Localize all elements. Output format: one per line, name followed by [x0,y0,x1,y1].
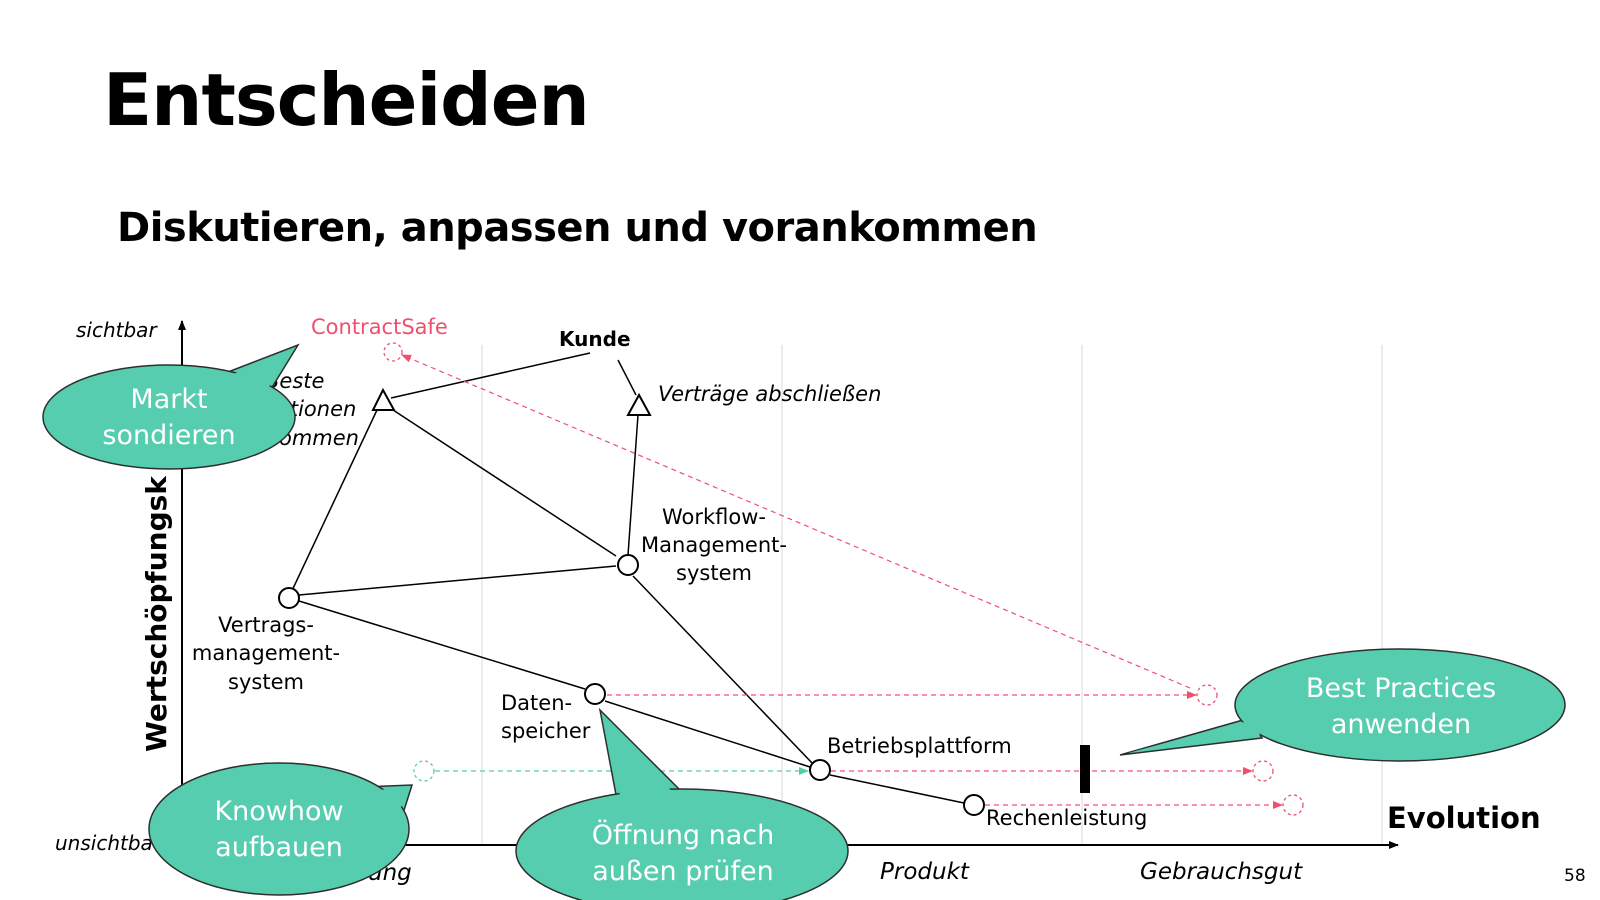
slide-title: Entscheiden [103,58,590,142]
link-betrieb-rechen [829,774,965,804]
dependency-links [288,352,965,804]
node-vertrags [278,587,300,609]
callout-oeffnung-line1: Öffnung nach [592,819,775,851]
evolution-arrows [401,354,1283,809]
link-kunde-vertraege [617,359,637,396]
label-vertrags-2: management- [192,641,340,665]
link-beste-vertrags [288,409,378,598]
label-kunde: Kunde [559,327,631,351]
node-workflow [617,554,639,576]
slide-subtitle: Diskutieren, anpassen und vorankommen [117,205,1038,251]
link-daten-betrieb [604,700,811,768]
link-vertrags-workflow [298,565,617,596]
target-knowhow [413,760,435,782]
label-workflow-1: Workflow- [662,505,766,529]
target-contractsafe [383,342,403,362]
callout-markt-line2: sondieren [102,420,235,451]
target-rechen [1282,794,1304,816]
label-daten-2: speicher [501,719,591,743]
label-workflow-3: system [676,561,752,585]
callout-best-line2: anwenden [1331,709,1471,740]
stage-commodity: Gebrauchsgut [1140,859,1303,885]
link-beste-workflow [389,407,617,557]
y-top-label: sichtbar [76,318,158,342]
callout-knowhow-aufbauen: Knowhow aufbauen [148,762,414,896]
link-kunde-beste [390,352,591,399]
x-axis-label: Evolution [1387,801,1541,835]
inertia-bar [1080,745,1090,793]
target-daten [1196,684,1218,706]
page-number: 58 [1564,866,1586,886]
label-contractsafe: ContractSafe [311,315,448,339]
target-positions [383,342,1304,816]
callout-knowhow-line2: aufbauen [215,832,343,863]
link-workflow-betrieb [632,575,814,765]
link-vertrags-daten [298,600,586,690]
node-beste-konditionen [371,387,396,411]
label-rechen: Rechenleistung [986,806,1147,830]
label-vertrags-1: Vertrags- [218,613,314,637]
callout-best-line1: Best Practices [1306,673,1496,704]
label-beste-3: ommen [279,426,359,450]
callout-knowhow-line1: Knowhow [214,796,343,827]
label-vertrags-3: system [228,670,304,694]
label-daten-1: Daten- [501,691,572,715]
node-vertraege-abschliessen [626,392,652,416]
callout-best-practices: Best Practices anwenden [1119,648,1566,762]
target-betrieb [1252,760,1274,782]
y-bottom-label: unsichtba [55,831,153,855]
link-vertraege-workflow [627,414,639,556]
node-daten [584,683,606,705]
label-betrieb: Betriebsplattform [827,734,1012,758]
label-workflow-2: Management- [641,533,787,557]
callout-markt-line1: Markt [130,384,207,415]
callout-oeffnung-line2: außen prüfen [592,856,774,887]
y-axis-label: Wertschöpfungsk [140,475,173,752]
evolve-contractsafe [401,354,1191,689]
label-vertraege: Verträge abschließen [658,382,881,406]
node-rechen [963,794,985,816]
component-nodes [278,554,985,816]
node-betrieb [809,759,831,781]
callout-oeffnung-pruefen: Öffnung nach außen prüfen [515,707,849,900]
stage-product: Produkt [880,859,970,885]
callout-markt-sondieren: Markt sondieren [42,343,300,470]
